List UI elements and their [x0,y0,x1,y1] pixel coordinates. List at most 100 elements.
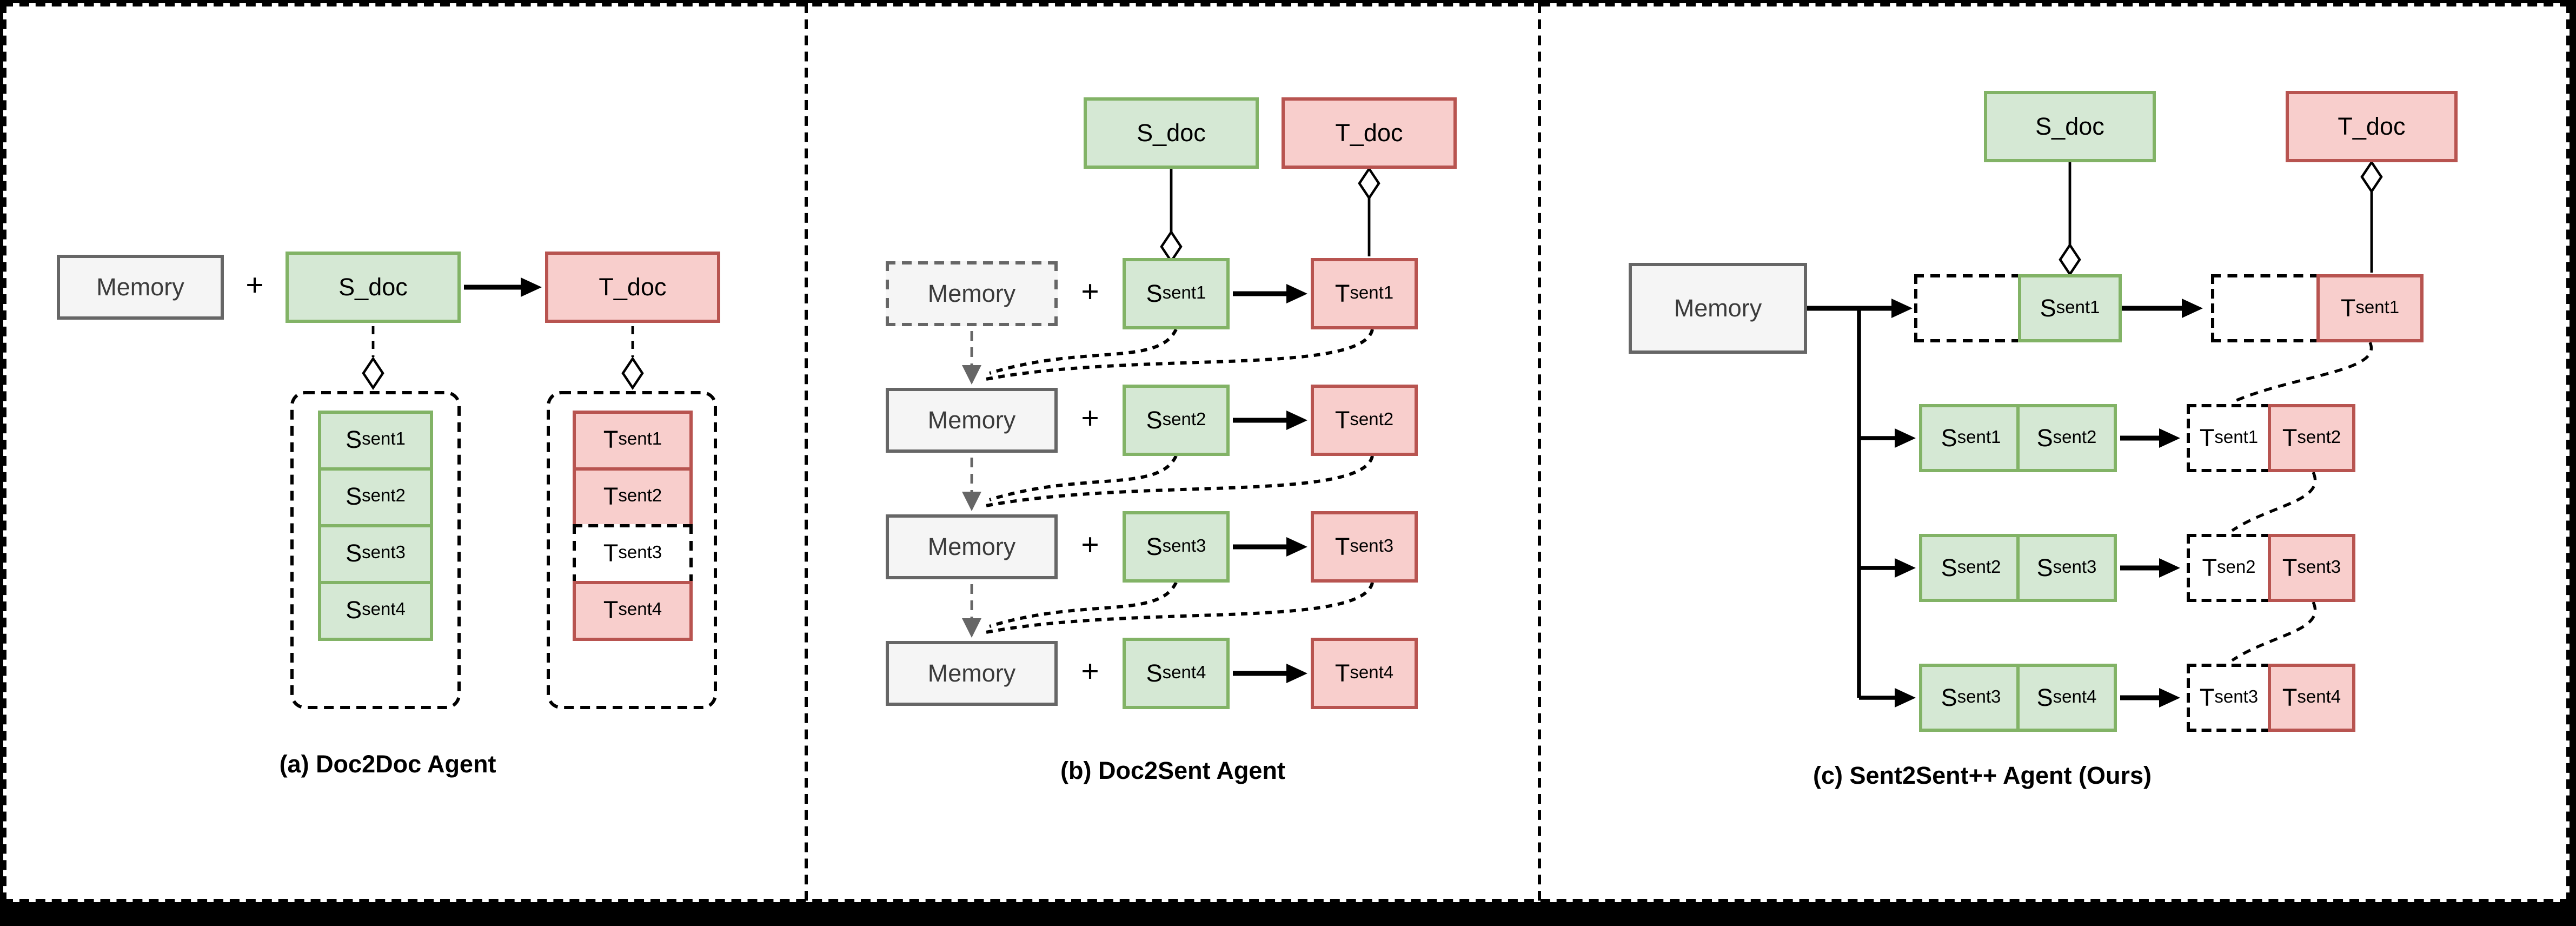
memory-label: Memory [96,273,184,301]
s-sent-label: S [346,427,362,454]
s-sent-sub: sent1 [362,430,406,449]
s-doc-box: S_doc [1084,97,1259,169]
memory-box: Memory [886,514,1058,579]
t-sent-label: T [603,597,619,625]
s-sent-sub: sent2 [2053,427,2097,447]
panel-b-caption: (b) Doc2Sent Agent [1060,758,1285,785]
memory-box: Memory [57,255,224,320]
s-sent-label: S [1941,554,1957,582]
t-sent-sub: sent1 [618,430,662,449]
t-doc-label: T_doc [2338,113,2406,141]
s-sent-sub: sent4 [1162,663,1206,683]
s-sent-sub: sent3 [362,544,406,563]
panel-c-caption: (c) Sent2Sent++ Agent (Ours) [1813,763,2152,790]
t-sent-label: T [2282,684,2298,712]
plus-sign: + [1081,656,1099,690]
s-sent-label: S [1146,406,1163,434]
s-sent-sub: sent2 [1957,557,2001,577]
t-sent-sub: sent3 [2297,557,2341,577]
s-sent-label: S [1941,424,1957,452]
s-sent-label: S [2036,424,2053,452]
s-sent-sub: sent4 [2053,687,2097,707]
t-sent-sub: sent4 [1350,663,1394,683]
target-sentences-container [547,391,717,709]
t-sent-sub: sent3 [618,544,662,563]
memory-label: Memory [927,280,1016,308]
t-sent-sub: sent1 [2355,297,2400,318]
t-sent-label: T [2282,554,2298,582]
s-sent-label: S [2036,554,2053,582]
panel-a-caption: (a) Doc2Doc Agent [279,751,496,779]
t-sent-label: T [603,540,619,568]
memory-box: Memory [886,641,1058,706]
s-sent-sub: sent2 [1162,409,1206,429]
memory-label: Memory [927,406,1016,434]
t-doc-label: T_doc [599,273,667,301]
t-sent-sub: sent1 [2214,427,2259,447]
s-sent-label: S [2036,684,2053,712]
memory-label: Memory [927,659,1016,687]
s-window-empty-box [1914,274,2021,342]
s-doc-label: S_doc [1137,119,1206,147]
s-sent-sub: sent4 [362,600,406,620]
plus-sign: + [1081,402,1099,436]
s-doc-box: S_doc [1984,91,2156,162]
panel-divider-2 [1538,3,1541,901]
t-sent-label: T [1335,659,1350,687]
s-sent-label: S [1146,659,1163,687]
t-doc-box: T_doc [1282,97,1457,169]
s-sent-label: S [2040,294,2056,322]
t-sent-label: T [603,484,619,511]
panel-divider-1 [805,3,808,901]
s-sent-sub: sent2 [362,487,406,506]
s-doc-label: S_doc [2035,113,2104,141]
s-doc-label: S_doc [338,273,408,301]
memory-box: Memory [886,388,1058,453]
plus-sign: + [1081,529,1099,563]
t-sent-sub: sent3 [1350,536,1394,556]
t-sent-label: T [2340,294,2356,322]
t-sent-label: T [2199,684,2215,712]
s-sent-label: S [346,597,362,625]
t-sent-label: T [2199,424,2215,452]
s-sent-sub: sent1 [1957,427,2001,447]
s-sent-sub: sent1 [2056,297,2100,318]
t-sent-label: T [1335,280,1350,308]
t-sent-sub: sent4 [2297,687,2341,707]
s-sent-sub: sent3 [1162,536,1206,556]
memory-label: Memory [1674,294,1762,322]
t-sent-sub: sent4 [618,600,662,620]
s-sent-sub: sent3 [1957,687,2001,707]
memory-box: Memory [1629,263,1807,354]
s-sent-label: S [1146,533,1163,561]
plus-sign: + [1081,276,1099,310]
t-sent-label: T [1335,533,1350,561]
memory-label: Memory [927,533,1016,561]
s-sent-sub: sent1 [1162,283,1206,303]
